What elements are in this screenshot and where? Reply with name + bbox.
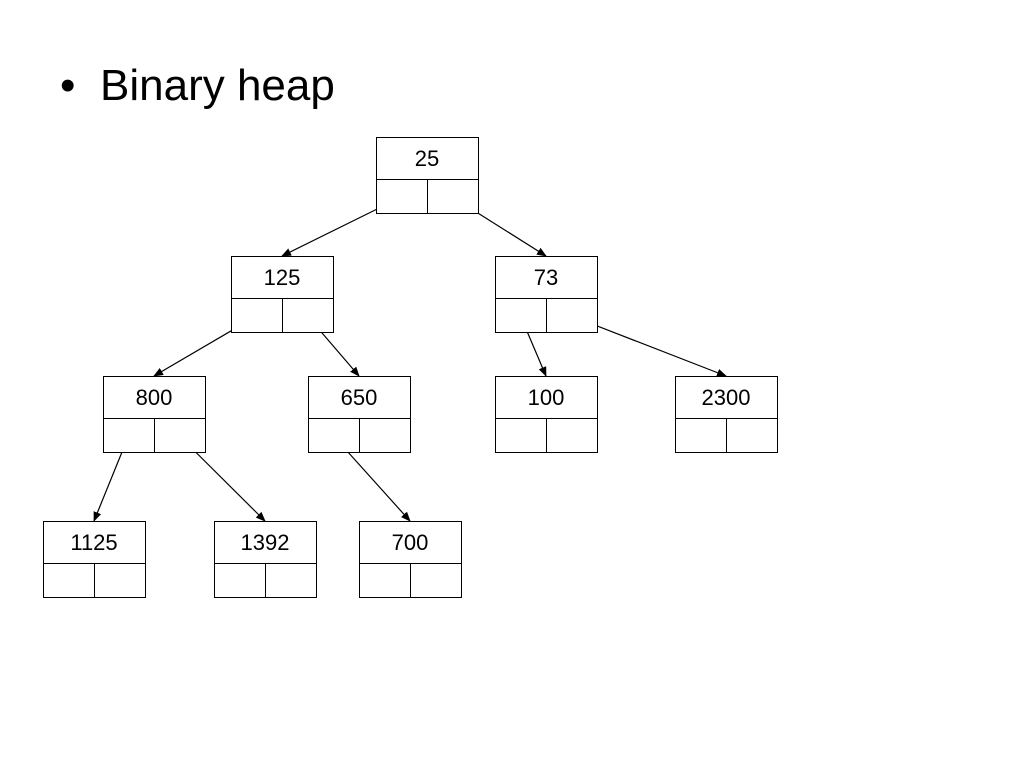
heap-node-1392: 1392 — [214, 521, 317, 598]
node-value: 1125 — [70, 530, 117, 555]
node-value: 25 — [415, 146, 439, 171]
node-value: 2300 — [702, 385, 751, 410]
heap-node-700: 700 — [359, 521, 462, 598]
heap-edges — [93, 196, 727, 522]
node-value: 650 — [341, 385, 378, 410]
node-value: 73 — [534, 265, 558, 290]
heap-node-25: 25 — [376, 137, 479, 214]
heap-nodes: 25 125 73 800 650 100 2300 1125 1392 700 — [43, 137, 778, 598]
node-value: 100 — [528, 385, 565, 410]
heap-node-2300: 2300 — [675, 376, 778, 453]
heap-node-650: 650 — [308, 376, 411, 453]
node-value: 1392 — [241, 530, 290, 555]
node-value: 125 — [264, 265, 301, 290]
title-text: Binary heap — [100, 61, 335, 110]
heap-node-800: 800 — [103, 376, 206, 453]
node-value: 700 — [392, 530, 429, 555]
slide-title: • Binary heap — [60, 58, 335, 114]
bullet-marker: • — [60, 61, 76, 110]
node-value: 800 — [136, 385, 173, 410]
heap-node-73: 73 — [495, 256, 598, 333]
heap-node-125: 125 — [231, 256, 334, 333]
heap-node-100: 100 — [495, 376, 598, 453]
heap-node-1125: 1125 — [43, 521, 146, 598]
